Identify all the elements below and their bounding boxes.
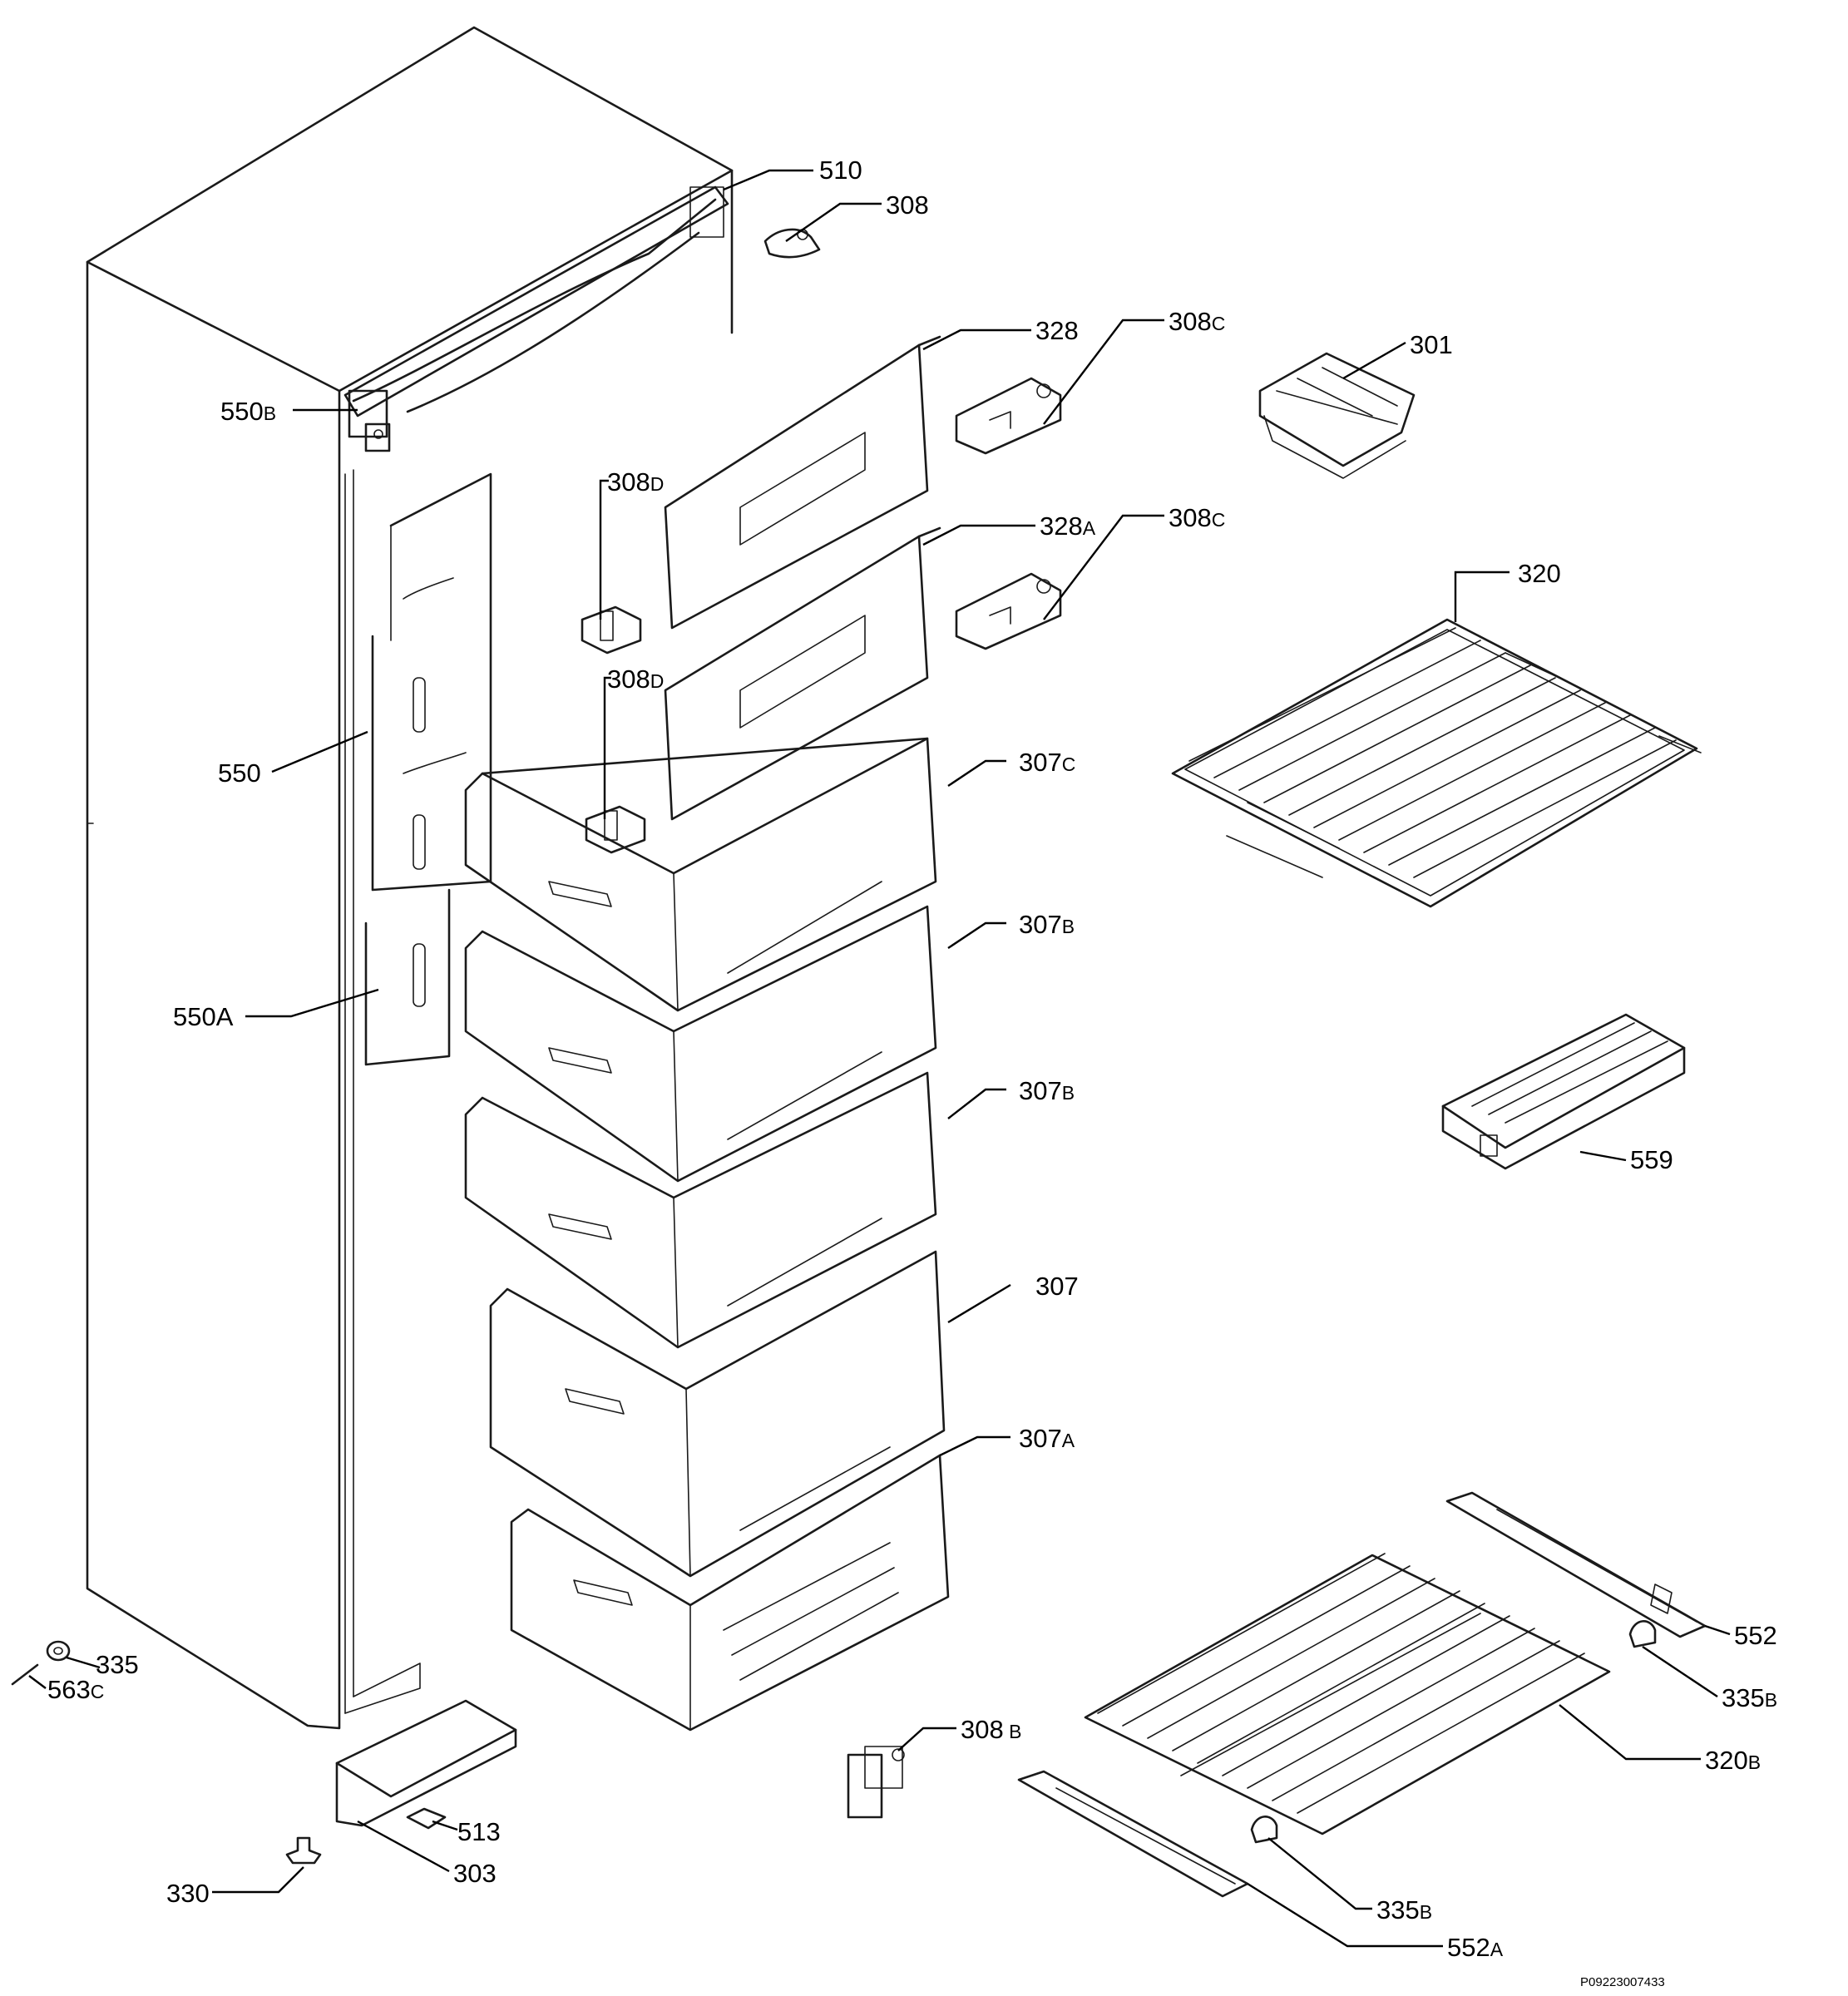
door-handle-510 [343,185,729,417]
hinge-308 [763,228,821,259]
rail-552 [1445,1491,1707,1638]
foot-330 [285,1836,322,1865]
label-328: 328 [1035,316,1079,345]
runner-stop-335b-bottom [1250,1816,1278,1844]
label-320b: 320B [1705,1746,1761,1775]
drawer-307 [489,1250,946,1578]
flap-328 [664,335,941,630]
evaporator-panel-550 [371,472,492,892]
label-303: 303 [453,1859,497,1888]
drawing-reference: P09223007433 [1580,1975,1665,1989]
label-335b-bottom: 335B [1376,1895,1432,1924]
ice-tray-301 [1258,352,1416,479]
label-559: 559 [1630,1145,1673,1174]
clip-513 [406,1807,447,1830]
label-550a: 550A [173,1002,234,1031]
label-320: 320 [1518,559,1561,588]
label-307: 307 [1035,1272,1079,1301]
flap-hinge-308c-top [955,377,1062,455]
handle-cap-550b [348,389,391,452]
runner-stop-335b-right [1628,1620,1657,1648]
leader-lines [28,169,1731,1948]
wire-shelf-320 [1171,618,1702,908]
label-308c-top: 308C [1169,307,1225,336]
flap-hinge-308c-mid [955,572,1062,650]
roller-335 [46,1640,71,1662]
drawer-307b-mid [464,1071,937,1349]
label-308d-mid: 308D [607,665,664,694]
label-307b-top: 307B [1019,910,1075,939]
evaporator-panel-550a [364,888,451,1066]
label-308b: 308 B [961,1715,1021,1744]
pin-563c [11,1663,39,1686]
flap-bracket-308d-mid [585,805,646,854]
cabinet [86,26,734,1730]
flap-328a [664,526,941,821]
plinth-303 [335,1699,517,1827]
label-328a: 328A [1040,511,1096,541]
label-301: 301 [1410,330,1453,359]
hinge-308b [847,1746,905,1819]
label-513: 513 [457,1817,501,1846]
label-335b-right: 335B [1722,1683,1777,1712]
wire-shelf-320b [1084,1553,1611,1835]
tray-559 [1441,1013,1686,1170]
flap-bracket-308d-top [581,605,642,655]
callout-labels: 510 308 328 308C 301 550B 308D 328A 308C… [47,156,1777,1962]
label-335: 335 [96,1650,139,1679]
label-552a: 552A [1447,1933,1504,1962]
label-308c-mid: 308C [1169,503,1225,532]
drawer-307a [510,1454,950,1732]
label-308: 308 [886,190,929,220]
label-307a: 307A [1019,1424,1075,1453]
label-510: 510 [819,156,862,185]
label-550b: 550B [220,397,276,426]
label-307b-mid: 307B [1019,1076,1075,1105]
label-550: 550 [218,758,261,788]
label-307c: 307C [1019,748,1075,777]
rail-552a [1017,1770,1249,1898]
label-552: 552 [1734,1621,1777,1650]
label-330: 330 [166,1879,210,1908]
drawer-307c [464,737,937,1012]
drawer-307b-top [464,905,937,1183]
label-563c: 563C [47,1675,104,1704]
label-308d-top: 308D [607,467,664,497]
